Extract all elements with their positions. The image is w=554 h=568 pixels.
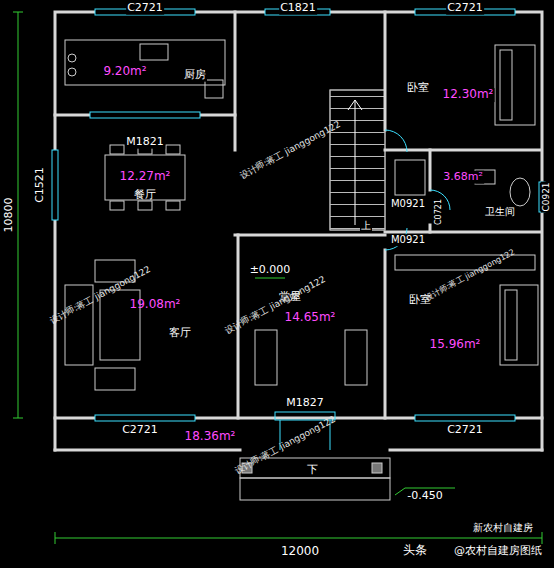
window-code: C2721 [126, 2, 164, 15]
door-code: M0921 [390, 198, 426, 210]
room-name: 餐厅 [133, 189, 157, 202]
dimension: 10800 [3, 197, 16, 234]
room-name: 卧室 [406, 82, 430, 95]
watermark: @农村自建房图纸 [453, 545, 543, 558]
room-area: 19.08m² [129, 298, 182, 312]
window-code: C1521 [34, 166, 47, 204]
room-area: 12.27m² [119, 170, 172, 184]
room-area: 15.96m² [429, 338, 482, 352]
window-code: C0921 [541, 181, 551, 212]
watermark: 头条 [402, 544, 428, 558]
stair-direction: 上 [360, 220, 372, 232]
dimension: 12000 [280, 545, 320, 559]
room-name: 客厅 [168, 327, 192, 340]
door-code: M1821 [125, 136, 165, 149]
room-area: 9.20m² [102, 65, 147, 79]
room-area: 18.36m² [184, 430, 237, 444]
stair-direction: 下 [306, 464, 319, 477]
window-code: C0721 [434, 198, 443, 226]
elevation: ±0.000 [249, 264, 292, 277]
room-area: 14.65m² [284, 311, 337, 325]
room-area: 3.68m² [442, 171, 484, 184]
window-code: C1821 [279, 2, 317, 15]
room-name: 厨房 [183, 69, 207, 82]
elevation: -0.450 [406, 490, 443, 503]
window-code: C2721 [121, 424, 159, 437]
door-code: M0921 [390, 234, 426, 246]
door-code: M1827 [285, 397, 325, 410]
window-code: C2721 [446, 424, 484, 437]
room-area: 12.30m² [442, 88, 495, 102]
watermark: 设计师:蒋工 jianggong122 [237, 119, 343, 182]
window-code: C2721 [446, 2, 484, 15]
watermark: 新农村自建房 [472, 522, 534, 534]
watermark: 设计师:蒋工 jianggong122 [232, 414, 338, 477]
room-name: 卫生间 [484, 206, 516, 218]
